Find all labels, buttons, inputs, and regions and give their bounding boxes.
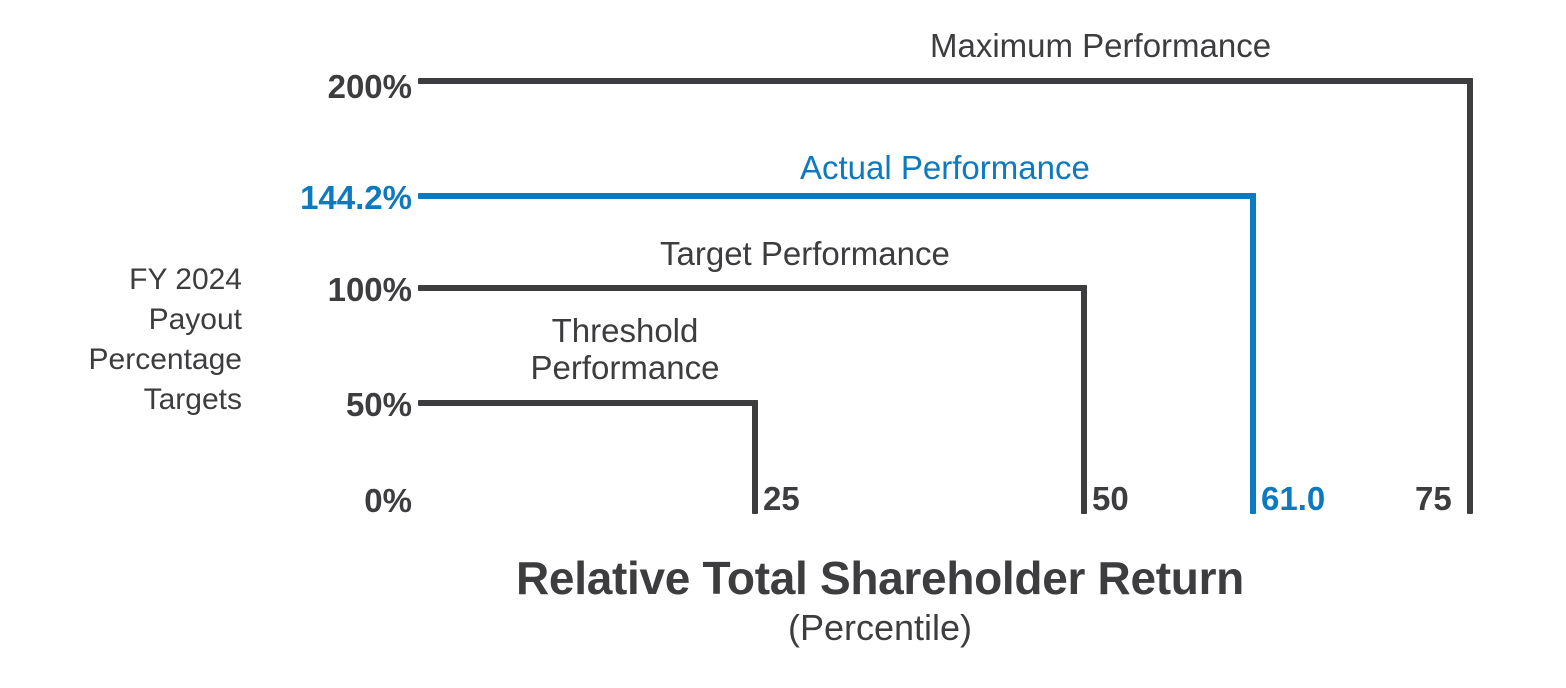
target-performance-vertical-line xyxy=(1081,285,1087,514)
x-axis-title-line1: Relative Total Shareholder Return xyxy=(516,552,1244,604)
maximum-performance-horizontal-line xyxy=(418,78,1473,84)
x-tick-label-25: 25 xyxy=(763,480,800,517)
x-tick-label-75: 75 xyxy=(1415,480,1452,517)
y-tick-label-200: 200% xyxy=(327,68,412,105)
x-axis-title-line2: (Percentile) xyxy=(787,606,973,648)
y-axis-title: FY 2024 Payout Percentage Targets xyxy=(88,263,242,416)
y-tick-label-50: 50% xyxy=(345,386,412,423)
x-tick-label-50: 50 xyxy=(1092,480,1129,517)
actual-performance-vertical-line xyxy=(1250,193,1256,514)
annotation-target-performance: Target Performance xyxy=(660,235,950,272)
y-tick-label-actual: 144.2% xyxy=(300,179,412,216)
y-tick-label-0: 0% xyxy=(364,482,412,519)
actual-performance-horizontal-line xyxy=(418,193,1256,199)
maximum-performance-vertical-line xyxy=(1467,78,1473,514)
annotation-threshold-performance: Threshold Performance xyxy=(530,312,720,386)
x-tick-label-actual: 61.0 xyxy=(1261,480,1326,517)
annotation-maximum-performance: Maximum Performance xyxy=(930,27,1272,64)
x-axis-title: Relative Total Shareholder Return (Perce… xyxy=(320,553,1440,652)
threshold-performance-vertical-line xyxy=(752,400,758,514)
target-performance-horizontal-line xyxy=(418,285,1087,291)
threshold-performance-horizontal-line xyxy=(418,400,758,406)
y-tick-label-100: 100% xyxy=(327,271,412,308)
annotation-actual-performance: Actual Performance xyxy=(800,149,1090,186)
